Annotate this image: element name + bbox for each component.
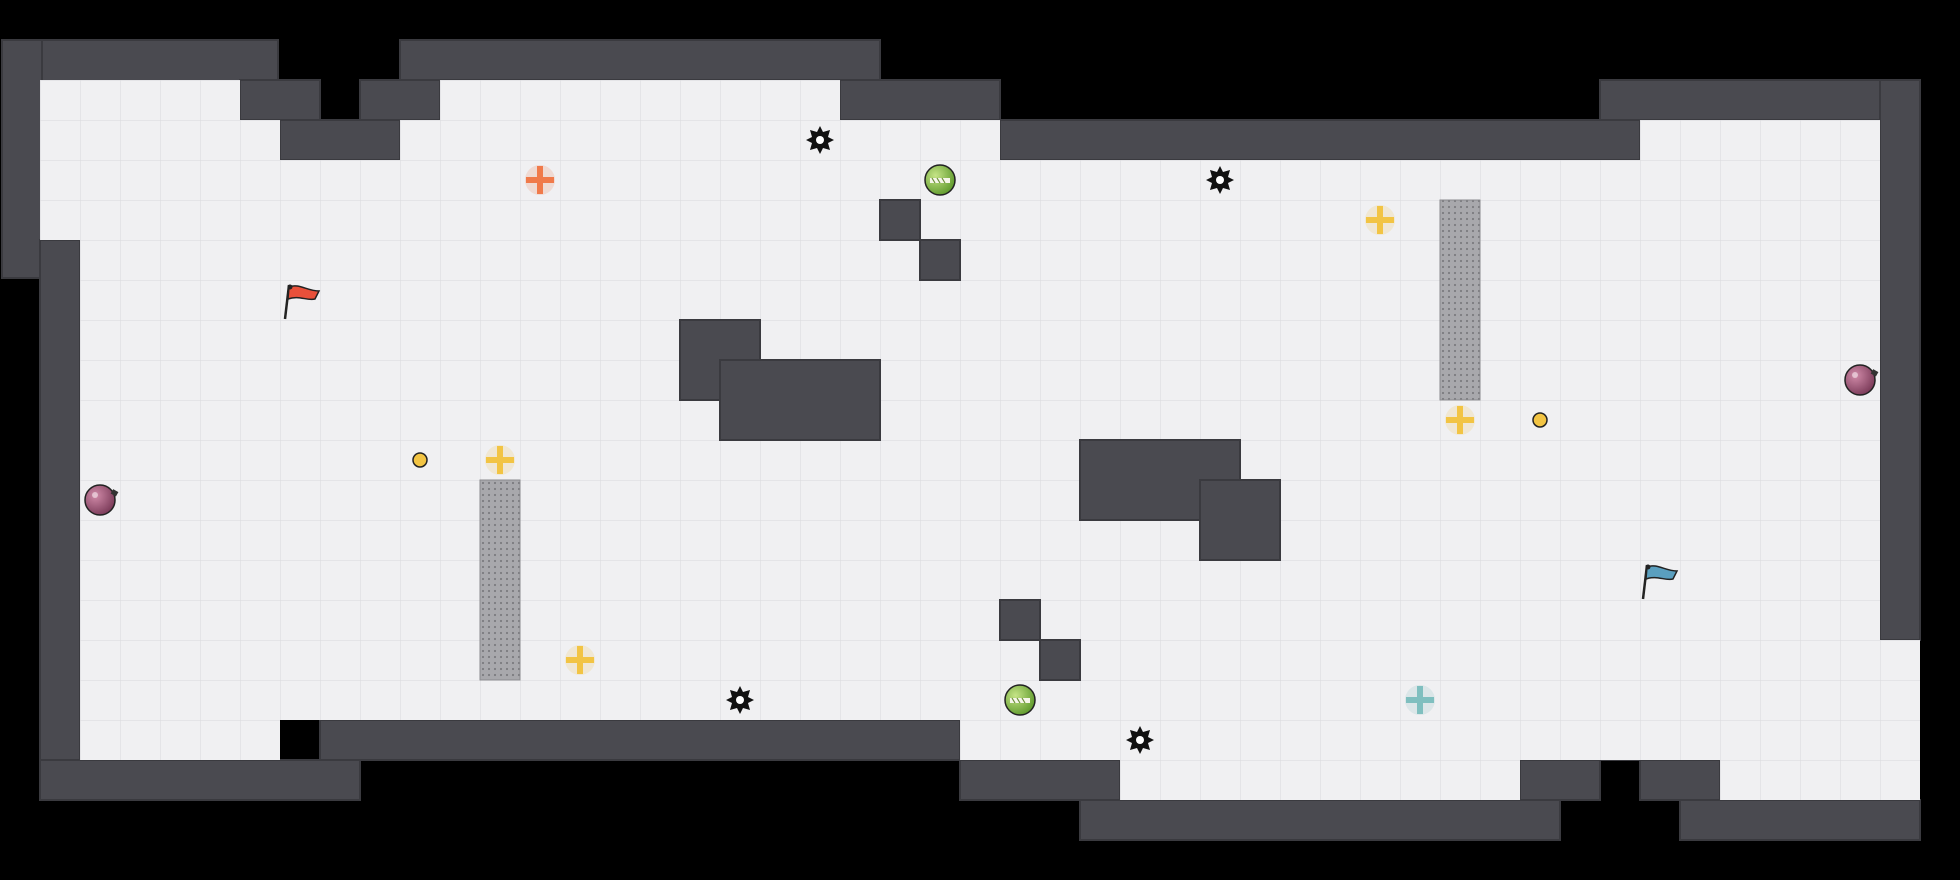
spike-icon [1126,726,1154,754]
wall-block [1039,639,1081,681]
wall-block [879,199,921,241]
boost-icon [1445,405,1475,435]
floor-area [1720,640,1920,800]
floor-area [1640,120,1880,160]
blue-flag-icon [1641,564,1679,600]
interior-walls [679,199,1281,681]
floor-area [280,160,400,720]
floor-layer [40,80,1920,800]
bomb-icon [1844,364,1879,396]
wall-segment [999,119,1641,161]
gates-layer [479,199,1481,681]
boost-icon [1405,685,1435,715]
wall-block [919,239,961,281]
gate-icon [1439,199,1481,401]
boost-icon [525,165,555,195]
button-icon [412,452,428,468]
floor-area [80,120,280,760]
wall-segment [279,119,401,161]
wall-segment [1,39,279,83]
boost-icon [1365,205,1395,235]
wall-segment [1679,799,1921,841]
gate-icon [479,479,521,681]
boost-icon [485,445,515,475]
floor-area [960,720,1080,760]
wall-segment [399,39,881,81]
spike-icon [1206,166,1234,194]
wall-segment [959,759,1121,801]
wall-segment [319,719,961,761]
red-flag-icon [283,284,321,320]
wall-segment [1639,759,1721,801]
bomb-icon [84,484,119,516]
wall-segment [1079,799,1561,841]
floor-area [1600,640,1720,720]
wall-segment [39,759,361,801]
spike-icon [726,686,754,714]
powerup-icon [924,164,956,196]
spike-icon [806,126,834,154]
wall-block [719,359,881,441]
wall-segment [1519,759,1601,801]
button-icon [1532,412,1548,428]
wall-segment [1879,79,1921,641]
wall-segment [39,239,81,801]
wall-segment [839,79,1001,121]
wall-block [999,599,1041,641]
wall-segment [239,79,321,121]
wall-segment [359,79,441,121]
wall-block [1199,479,1281,561]
wall-segment [1599,79,1921,121]
wall-segment [1,39,43,279]
boost-icon [565,645,595,675]
powerup-icon [1004,684,1036,716]
floor-area [1120,760,1520,800]
floor-area [400,120,440,720]
